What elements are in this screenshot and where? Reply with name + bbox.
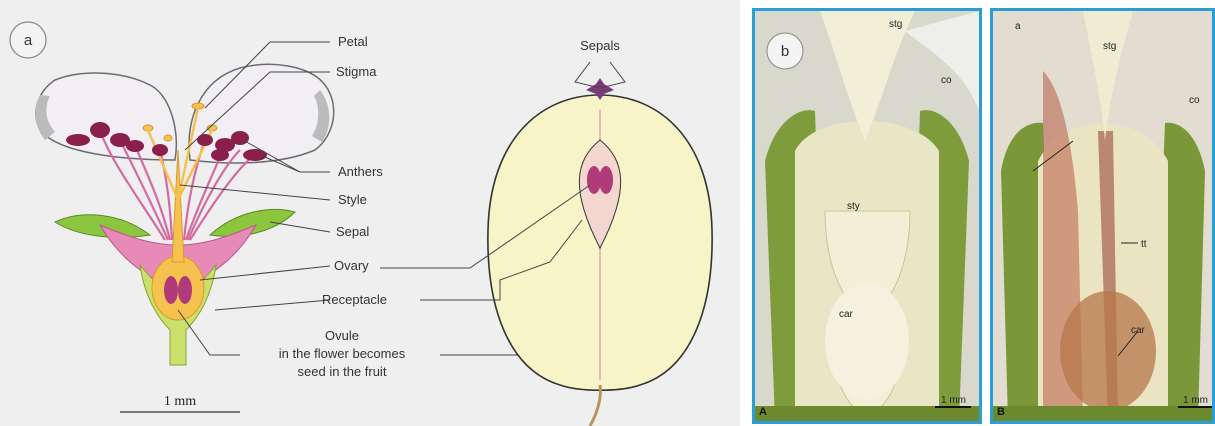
fruit-stalk <box>590 385 600 426</box>
photo-a-sty: sty <box>847 201 860 212</box>
panel-a-diagram: a <box>0 0 740 426</box>
photo-b-a: a <box>1015 21 1021 32</box>
photo-a-stg: stg <box>889 19 902 30</box>
panel-a-badge-text: a <box>24 32 33 49</box>
photo-a-scale: 1 mm <box>941 395 966 406</box>
photo-b-tt: tt <box>1141 239 1147 250</box>
photo-b: a stg co tt car B 1 mm <box>990 8 1215 424</box>
photo-a-co: co <box>941 75 952 86</box>
flower-diagram: a <box>0 0 740 426</box>
photo-b-stg: stg <box>1103 41 1116 52</box>
label-anthers: Anthers <box>338 164 383 179</box>
label-ovule-line2: in the flower becomes <box>279 346 406 361</box>
label-ovule-line1: Ovule <box>325 328 359 343</box>
panel-b-badge: b <box>781 43 789 60</box>
photo-a-car: car <box>839 309 854 320</box>
petal-right <box>189 64 334 163</box>
photo-b-illustration: a stg co tt car B 1 mm <box>993 11 1212 421</box>
photo-b-corner: B <box>997 406 1005 418</box>
photo-a-illustration: b stg co sty car A 1 mm <box>755 11 979 421</box>
label-style: Style <box>338 192 367 207</box>
label-receptacle: Receptacle <box>322 292 387 307</box>
photo-a-corner: A <box>759 406 767 418</box>
label-petal: Petal <box>338 34 368 49</box>
photo-b-scale: 1 mm <box>1183 395 1208 406</box>
seed-right <box>599 166 613 194</box>
photo-b-co: co <box>1189 95 1200 106</box>
label-sepal: Sepal <box>336 224 369 239</box>
photo-a: b stg co sty car A 1 mm <box>752 8 982 424</box>
label-sepals: Sepals <box>580 38 620 53</box>
seed-left <box>587 166 601 194</box>
photo-b-car: car <box>1131 325 1146 336</box>
label-ovule-line3: seed in the fruit <box>298 364 387 379</box>
style <box>172 150 184 262</box>
ovule-left <box>164 276 178 304</box>
scale-label-a: 1 mm <box>164 394 196 409</box>
ovule-right <box>178 276 192 304</box>
label-stigma: Stigma <box>336 64 377 79</box>
label-ovary: Ovary <box>334 258 369 273</box>
sepal-right <box>210 209 295 236</box>
